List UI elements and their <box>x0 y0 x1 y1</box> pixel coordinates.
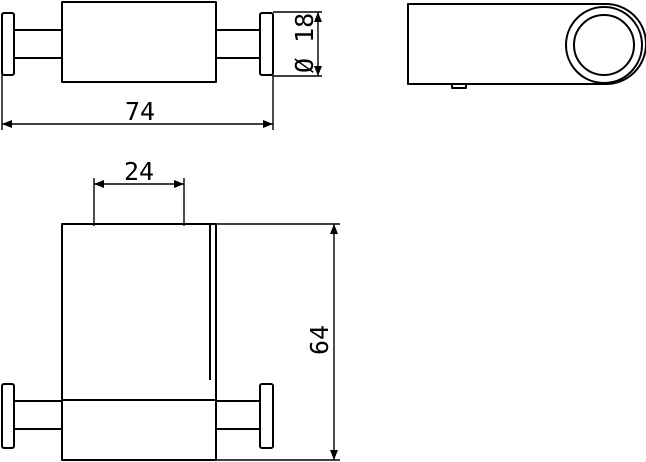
top-view-right-rod <box>215 29 261 59</box>
dim-height-arrow-bottom <box>330 450 338 460</box>
top-view-left-cap <box>1 12 15 76</box>
dim-body-arrow-left <box>94 180 104 188</box>
top-view: Ø 18 74 <box>1 1 322 130</box>
top-view-body <box>61 1 217 83</box>
dim-width-arrow-right <box>263 120 273 128</box>
dim-body-label: 24 <box>124 157 154 186</box>
side-view-foot <box>451 83 467 89</box>
dim-body-arrow-right <box>174 180 184 188</box>
top-view-left-rod <box>13 29 63 59</box>
dim-width-arrow-left <box>2 120 12 128</box>
dim-height-arrow-top <box>330 224 338 234</box>
front-view-left-rod <box>13 400 63 430</box>
side-view-ring-inner <box>573 14 635 76</box>
dim-diameter-label: Ø 18 <box>290 13 319 73</box>
dim-diameter-arrow-top <box>314 12 322 22</box>
dim-diameter-arrow-bottom <box>314 66 322 76</box>
front-view-right-rod <box>215 400 261 430</box>
front-view-lower-body <box>61 399 217 461</box>
top-view-right-cap <box>259 12 274 76</box>
side-view <box>407 3 646 89</box>
front-view-upper-body <box>61 223 217 401</box>
dim-width-label: 74 <box>125 97 155 126</box>
front-view: 24 64 <box>1 157 340 461</box>
dim-height-label: 64 <box>305 325 334 355</box>
front-view-left-cap <box>1 383 15 449</box>
front-view-right-cap <box>259 383 274 449</box>
